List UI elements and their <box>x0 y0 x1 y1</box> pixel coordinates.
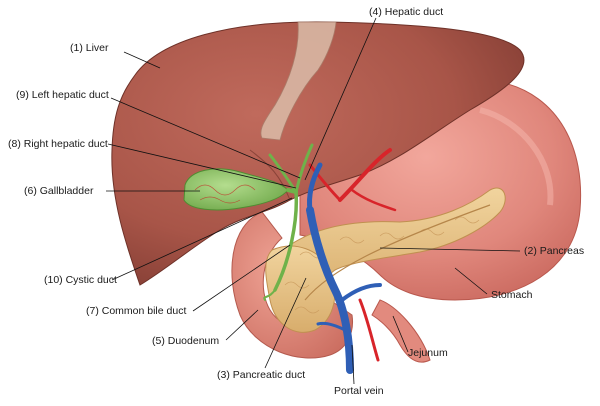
label-stomach: Stomach <box>491 289 533 301</box>
leader-cystic-duct <box>111 197 293 281</box>
leader-hepatic-duct <box>304 17 377 181</box>
leader-lines <box>106 17 521 385</box>
leader-left-hepatic-duct <box>110 97 301 179</box>
leader-duodenum <box>225 309 259 341</box>
portal-vein <box>306 162 382 374</box>
leader-jejunum <box>392 315 409 353</box>
gallbladder-vessels <box>194 184 256 204</box>
bile-ducts <box>263 143 314 301</box>
label-common-bile-duct: (7) Common bile duct <box>86 305 187 317</box>
liver-lobe-line <box>249 149 291 201</box>
stomach-highlight <box>479 107 554 206</box>
falciform-ligament <box>260 21 337 141</box>
leader-common-bile-duct <box>192 244 291 312</box>
label-cystic-duct: (10) Cystic duct <box>44 274 117 286</box>
pancreatic-duct <box>304 204 491 301</box>
label-duodenum: (5) Duodenum <box>152 335 220 347</box>
label-pancreatic-duct: (3) Pancreatic duct <box>217 369 306 381</box>
arteries <box>308 148 397 362</box>
label-jejunum: Jejunum <box>408 347 448 359</box>
leader-pancreas <box>379 247 521 252</box>
pancreas-texture <box>284 216 480 314</box>
jejunum-shape <box>371 299 431 363</box>
leader-portal-vein <box>351 344 355 385</box>
leader-stomach <box>454 267 488 295</box>
label-left-hepatic-duct: (9) Left hepatic duct <box>16 89 109 101</box>
label-gallbladder: (6) Gallbladder <box>24 185 94 197</box>
label-pancreas: (2) Pancreas <box>524 245 585 257</box>
label-portal-vein: Portal vein <box>334 385 384 397</box>
liver-shape <box>111 21 525 286</box>
leader-right-hepatic-duct <box>107 143 297 189</box>
label-right-hepatic-duct: (8) Right hepatic duct <box>8 138 108 150</box>
label-hepatic-duct: (4) Hepatic duct <box>369 6 444 18</box>
label-liver: (1) Liver <box>70 42 109 54</box>
leader-liver <box>123 51 161 69</box>
leader-pancreatic-duct <box>264 277 307 369</box>
